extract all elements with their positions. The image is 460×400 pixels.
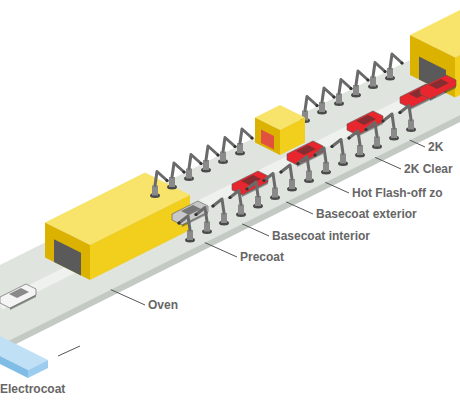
floor-edge <box>0 115 460 352</box>
car-red <box>420 75 456 101</box>
robot <box>194 208 212 235</box>
leader-line <box>205 243 237 257</box>
robot <box>381 114 399 141</box>
robot <box>184 155 203 182</box>
leader-line <box>375 157 401 169</box>
oven-end <box>45 223 90 281</box>
robot <box>245 182 263 209</box>
stage-label: Basecoat exterior <box>316 207 417 221</box>
stage-label: 2K <box>428 140 443 154</box>
leader-lines <box>58 140 425 356</box>
robot <box>385 54 404 81</box>
flash-off-end <box>255 118 280 156</box>
robot <box>368 63 387 90</box>
oven-front <box>90 195 190 280</box>
stage-label: Hot Flash-off zo <box>352 186 443 200</box>
leader-line <box>410 140 425 147</box>
robot <box>364 123 382 150</box>
leader-line <box>58 346 80 356</box>
robot <box>177 216 195 243</box>
oven-opening <box>54 239 81 275</box>
flash-off-window <box>261 130 274 150</box>
robot <box>218 138 237 165</box>
robot <box>201 146 220 173</box>
stage-label: Electrocoat <box>0 382 65 396</box>
stage-label: Oven <box>148 298 178 312</box>
robot <box>317 88 336 115</box>
electrocoat-tank-front <box>28 360 48 378</box>
robot <box>398 106 416 133</box>
robot <box>347 131 365 158</box>
robot <box>351 71 370 98</box>
robot <box>150 172 169 199</box>
robot <box>334 80 353 107</box>
robot <box>228 191 246 218</box>
electrocoat-tank-side <box>0 356 28 378</box>
floor-track <box>0 75 460 305</box>
conveyor-floor <box>0 35 460 345</box>
car-white <box>0 284 36 310</box>
robot <box>211 199 229 226</box>
robot <box>296 157 314 184</box>
stage-label: Basecoat interior <box>272 229 370 243</box>
leader-line <box>111 290 145 305</box>
robot <box>235 129 254 156</box>
robot <box>330 140 348 167</box>
leader-line <box>242 224 269 236</box>
leader-line <box>325 182 349 193</box>
robot <box>167 163 186 190</box>
robot <box>313 148 331 175</box>
leader-line <box>286 202 313 214</box>
robot <box>262 174 280 201</box>
stage-label: 2K Clear <box>404 162 453 176</box>
robot <box>279 165 297 192</box>
stage-label: Precoat <box>240 250 284 264</box>
